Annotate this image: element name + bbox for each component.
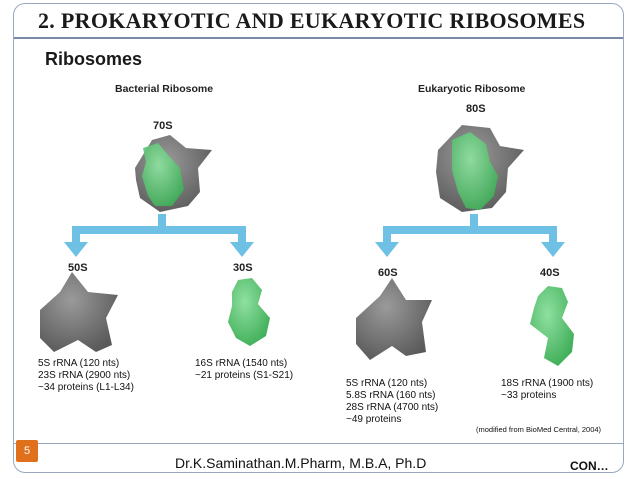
- eukaryotic-60s-label: 60S: [378, 267, 398, 279]
- bacterial-70s-label: 70S: [153, 120, 173, 132]
- composition-line: ~21 proteins (S1-S21): [195, 370, 293, 382]
- composition-line: 5S rRNA (120 nts): [38, 358, 134, 370]
- bacterial-70s-shape: [135, 135, 212, 212]
- bacterial-30s-shape: [228, 278, 270, 346]
- bacterial-50s-shape: [40, 272, 118, 352]
- slide-number-badge: 5: [16, 440, 38, 462]
- composition-line: ~34 proteins (L1-L34): [38, 382, 134, 394]
- bacterial-30s-composition: 16S rRNA (1540 nts) ~21 proteins (S1-S21…: [195, 358, 293, 382]
- composition-line: 5S rRNA (120 nts): [346, 378, 438, 390]
- eukaryotic-60s-composition: 5S rRNA (120 nts) 5.8S rRNA (160 nts) 28…: [346, 378, 438, 426]
- composition-line: 16S rRNA (1540 nts): [195, 358, 293, 370]
- bacterial-30s-label: 30S: [233, 262, 253, 274]
- continued-label: CON…: [570, 459, 609, 473]
- eukaryotic-40s-label: 40S: [540, 267, 560, 279]
- bacterial-heading: Bacterial Ribosome: [115, 83, 213, 95]
- composition-line: ~49 proteins: [346, 414, 438, 426]
- composition-line: 18S rRNA (1900 nts): [501, 378, 593, 390]
- composition-line: 28S rRNA (4700 nts): [346, 402, 438, 414]
- eukaryotic-split-arrows: [375, 214, 565, 257]
- image-credit: (modified from BioMed Central, 2004): [476, 425, 601, 434]
- footer-divider: [14, 443, 623, 444]
- bacterial-split-arrows: [64, 214, 254, 257]
- composition-line: ~33 proteins: [501, 390, 593, 402]
- bacterial-50s-label: 50S: [68, 262, 88, 274]
- composition-line: 5.8S rRNA (160 nts): [346, 390, 438, 402]
- bacterial-50s-composition: 5S rRNA (120 nts) 23S rRNA (2900 nts) ~3…: [38, 358, 134, 394]
- eukaryotic-80s-shape: [436, 125, 524, 212]
- eukaryotic-60s-shape: [356, 278, 432, 360]
- eukaryotic-40s-shape: [530, 286, 574, 366]
- eukaryotic-80s-label: 80S: [466, 103, 486, 115]
- author-footer: Dr.K.Saminathan.M.Pharm, M.B.A, Ph.D: [175, 455, 426, 471]
- eukaryotic-40s-composition: 18S rRNA (1900 nts) ~33 proteins: [501, 378, 593, 402]
- eukaryotic-heading: Eukaryotic Ribosome: [418, 83, 525, 95]
- composition-line: 23S rRNA (2900 nts): [38, 370, 134, 382]
